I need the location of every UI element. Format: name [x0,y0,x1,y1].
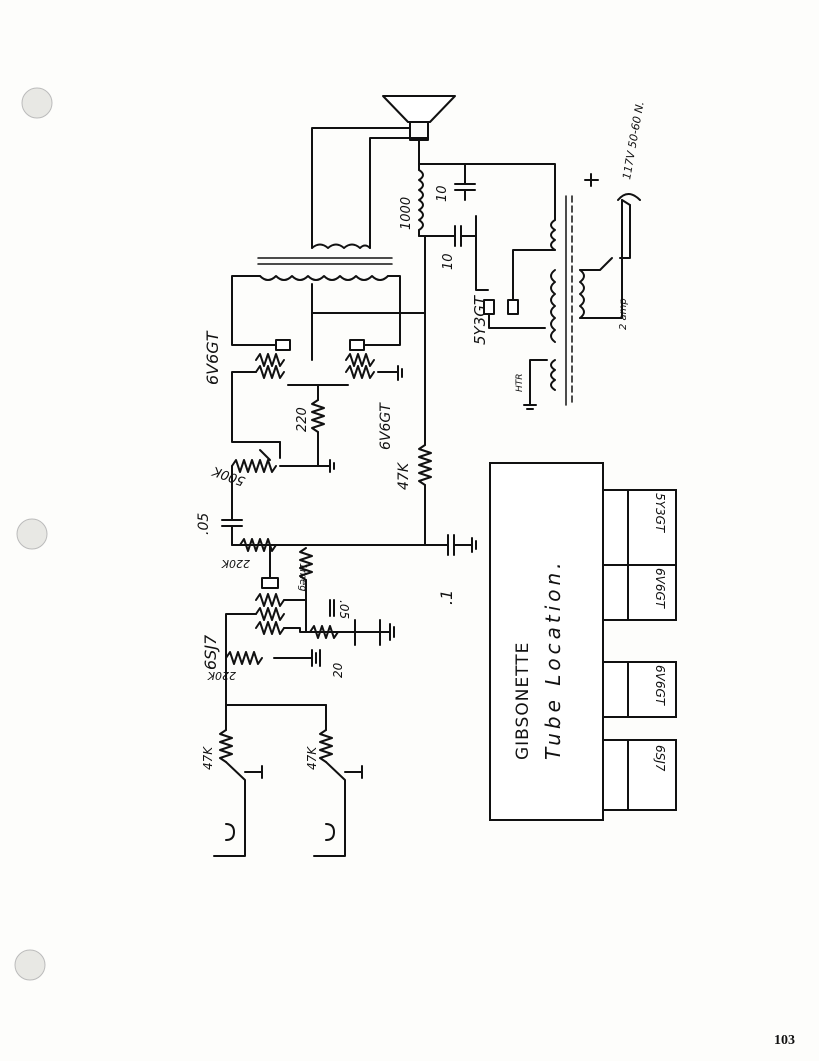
socket-label-1: 6V6GT [653,568,667,610]
socket-6sj7 [602,739,629,811]
r-grid-220k [225,651,263,665]
ot-secondary [311,243,371,249]
label-c-coupling: .05 [196,513,212,535]
v2-plate [275,339,291,351]
label-r-screen: 1meg [297,563,308,592]
v2-grid-lead [231,371,281,443]
label-v1: 6SJ7 [201,634,220,670]
v1-plate [261,577,279,589]
socket-label-2: 6V6GT [653,665,667,707]
schematic-wiring [213,95,641,857]
label-c-20: 20 [331,662,345,678]
label-c-filter2: 10 [441,253,456,270]
socket-label-3: 6SJ7 [653,745,667,772]
ot-primary-left [231,275,277,346]
v3-plate [349,339,365,351]
r-cathode-network [309,625,339,639]
label-r-grid: 220K [207,669,236,682]
label-r-plate: 220K [221,557,250,570]
jack-2-ground [325,761,346,841]
label-c-cathode: .05 [337,600,351,619]
r-input-2 [319,729,333,763]
jack-1-ground [225,761,246,841]
rect-plate [507,299,519,315]
r-screen-1meg [299,547,313,581]
label-heater: HTR [515,373,525,392]
tube-location-text: GIBSONETTE Tube Location. 5Y3GT 6V6GT 6V… [513,493,667,772]
pt-secondary [550,269,556,343]
label-rect: 5Y3GT [471,294,489,345]
ot-primary-right [361,275,401,346]
label-r-dec: 47K [396,461,412,490]
punch-hole-top [21,87,53,119]
binder-holes [14,87,53,981]
page-number: 103 [774,1033,795,1048]
label-v2: 6V6GT [203,330,222,385]
label-v3: 6V6GT [378,402,394,450]
label-c-bypass: .1 [437,590,456,605]
label-c-filter1: 10 [435,185,450,202]
v1-screen [255,593,285,607]
r-input-1 [219,729,233,763]
heater-winding [550,359,556,391]
chart-title: GIBSONETTE [513,642,533,760]
socket-5y3gt [602,489,629,573]
tube-location-chart [489,462,677,821]
v2-grid [255,365,285,379]
label-r-input1: 47K [201,746,215,770]
ot-primary [259,275,389,281]
speaker-lead-right [369,137,429,249]
pot-500k [231,459,277,473]
field-coil [418,169,424,231]
mains-plug [617,193,641,201]
label-r-input2: 47K [305,746,319,770]
input-jack-2 [313,823,346,857]
label-fuse: 2 amp [618,298,629,330]
socket-label-0: 5Y3GT [653,493,667,534]
r-47k-decoupling [418,444,432,486]
v3-grid [345,365,375,379]
v3-cathode [345,353,375,367]
chassis-outline [489,462,604,821]
punch-hole-middle [16,518,48,550]
v1-grid [255,607,285,621]
label-r-cath: 220 [295,407,310,432]
pt-hv-secondary [550,219,556,251]
socket-6v6gt-2 [602,661,629,718]
speaker-cone [382,95,456,123]
v1-cathode [255,621,285,635]
pt-primary [579,269,585,319]
punch-hole-bottom [14,949,46,981]
input-jack-1 [213,823,246,857]
r-cathode [311,399,325,433]
v2-cathode [255,353,285,367]
label-choke: 1000 [399,197,414,230]
socket-6v6gt-1 [602,564,629,621]
chart-subtitle: Tube Location. [541,558,565,760]
speaker-lead-left [311,127,411,249]
